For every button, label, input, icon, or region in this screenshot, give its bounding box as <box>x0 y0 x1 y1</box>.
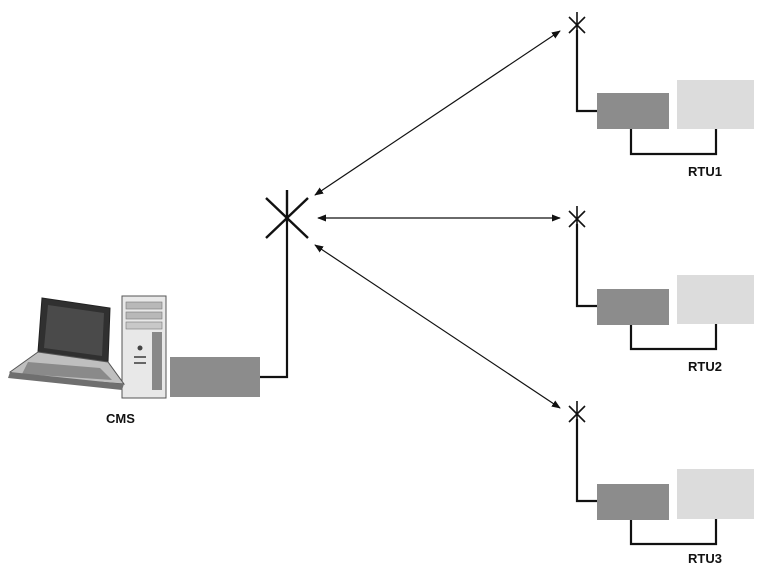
cms-radio-box <box>170 357 260 397</box>
rtu1-antenna-icon <box>568 12 586 34</box>
rtu3-unit-box <box>677 469 754 519</box>
rtu3-antenna-icon <box>568 401 586 423</box>
rtu3-interconnect <box>629 519 718 546</box>
rtu1-antenna-cable <box>575 30 597 113</box>
rtu2-antenna-icon <box>568 206 586 228</box>
rtu1-radio-box <box>597 93 669 129</box>
rtu2-antenna-cable <box>575 224 597 308</box>
link-rtu1 <box>314 30 561 196</box>
cms-antenna-icon <box>265 190 309 239</box>
rtu3-antenna-cable <box>575 419 597 503</box>
rtu3-radio-box <box>597 484 669 520</box>
rtu3-label: RTU3 <box>688 551 722 566</box>
rtu1-unit-box <box>677 80 754 129</box>
rtu2-label: RTU2 <box>688 359 722 374</box>
rtu2-radio-box <box>597 289 669 325</box>
rtu2-unit-box <box>677 275 754 324</box>
rtu2-interconnect <box>629 324 718 351</box>
rtu1-label: RTU1 <box>688 164 722 179</box>
rtu1-interconnect <box>629 129 718 156</box>
cms-antenna-cable <box>260 222 289 379</box>
cms-computer-icon <box>8 295 167 399</box>
cms-label: CMS <box>106 411 135 426</box>
link-rtu3 <box>314 244 561 409</box>
